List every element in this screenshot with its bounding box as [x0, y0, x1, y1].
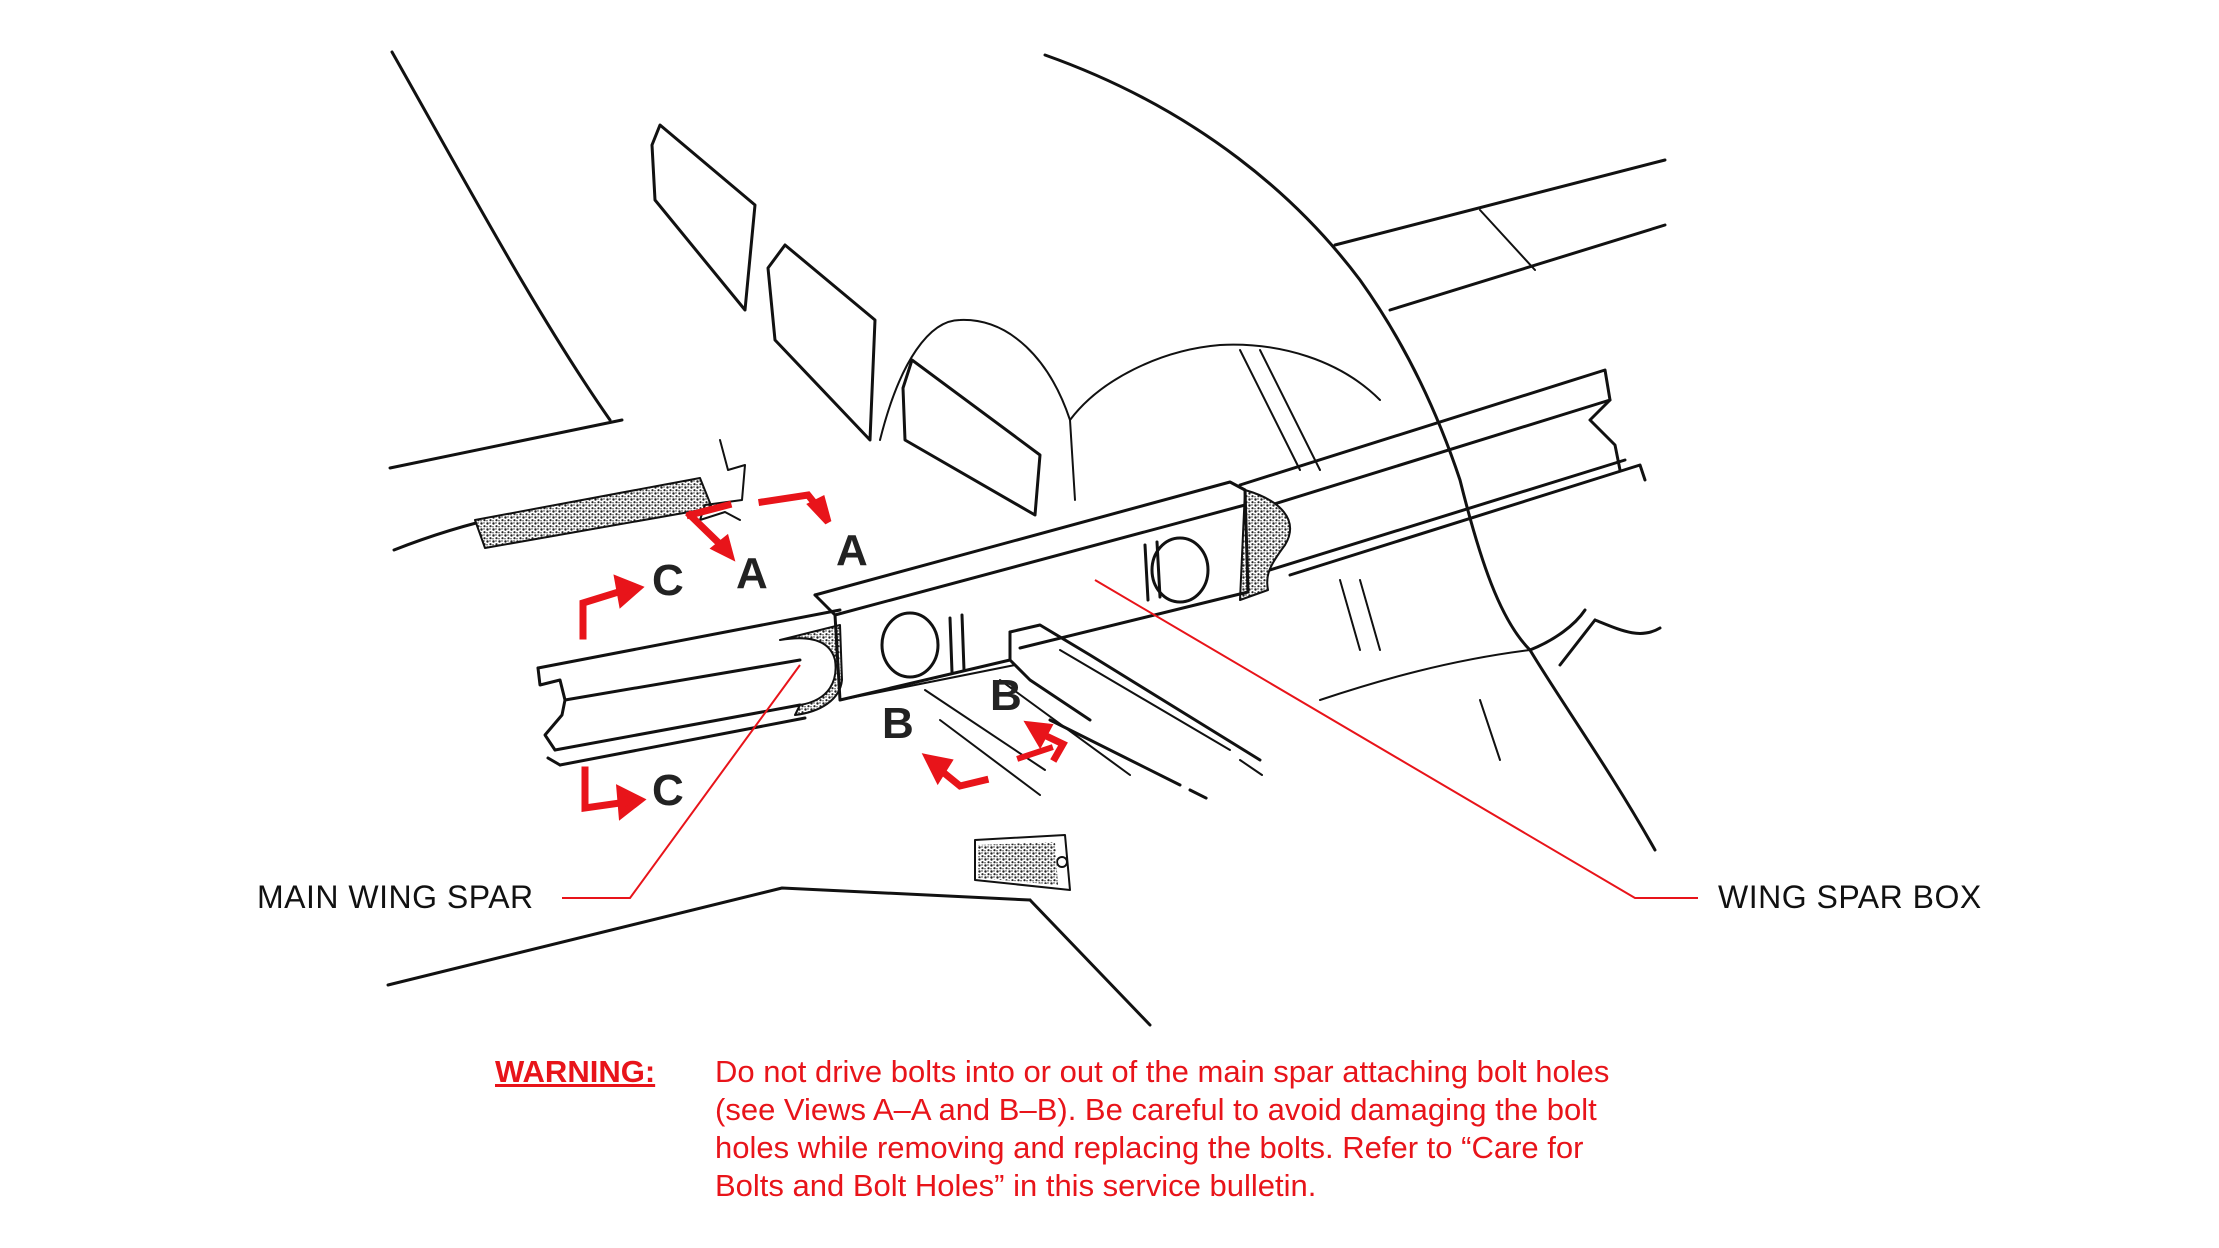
arrow-a-right [758, 491, 832, 525]
warning-line: (see Views A–A and B–B). Be careful to a… [715, 1092, 1597, 1127]
lower-wing [386, 834, 1152, 1027]
warning-line: Bolts and Bolt Holes” in this service bu… [715, 1168, 1317, 1203]
callout-leaders [562, 579, 1698, 899]
section-arrows [579, 491, 1068, 821]
section-letter-a-left: A [736, 549, 768, 598]
line-art [386, 50, 1667, 1027]
floor-lines [924, 679, 1263, 796]
main-wing-spar-label: MAIN WING SPAR [257, 879, 534, 915]
arrow-c-top [579, 574, 645, 640]
left-wing-flap-stipple [474, 477, 713, 549]
warning-body: Do not drive bolts into or out of the ma… [715, 1053, 1795, 1205]
section-letter-c-top: C [652, 556, 684, 605]
root-fitting [699, 439, 746, 521]
cabin-windows [650, 123, 1381, 651]
right-wing [1333, 158, 1667, 312]
fuselage [1043, 53, 1662, 852]
warning-label: WARNING: [495, 1054, 656, 1089]
wing-spar-box-leader [1094, 579, 1698, 899]
main-wing-spar-left [536, 608, 842, 767]
section-letter-c-bottom: C [652, 766, 684, 815]
section-letter-a-right: A [836, 526, 868, 575]
section-letter-b-right: B [990, 671, 1022, 720]
section-letters: A A C C B B [652, 526, 1022, 815]
left-wing [388, 50, 703, 552]
spar-end-stipple-right [1239, 489, 1291, 601]
wing-spar-box-label: WING SPAR BOX [1718, 879, 1982, 915]
arrow-a-left [685, 500, 736, 562]
lower-wing-stipple [978, 842, 1058, 885]
section-letter-b-left: B [882, 699, 914, 748]
arrow-c-bottom [581, 766, 647, 821]
warning-line: Do not drive bolts into or out of the ma… [715, 1054, 1610, 1089]
warning-line: holes while removing and replacing the b… [715, 1130, 1584, 1165]
arrow-b-right [1016, 720, 1068, 763]
wing-spar-box [813, 480, 1250, 702]
spar-end-stipple-left [779, 624, 843, 716]
spar-box-extension [1008, 623, 1262, 802]
arrow-b-left [921, 753, 990, 790]
main-wing-spar-right [1238, 368, 1647, 577]
main-wing-spar-leader [562, 664, 801, 899]
